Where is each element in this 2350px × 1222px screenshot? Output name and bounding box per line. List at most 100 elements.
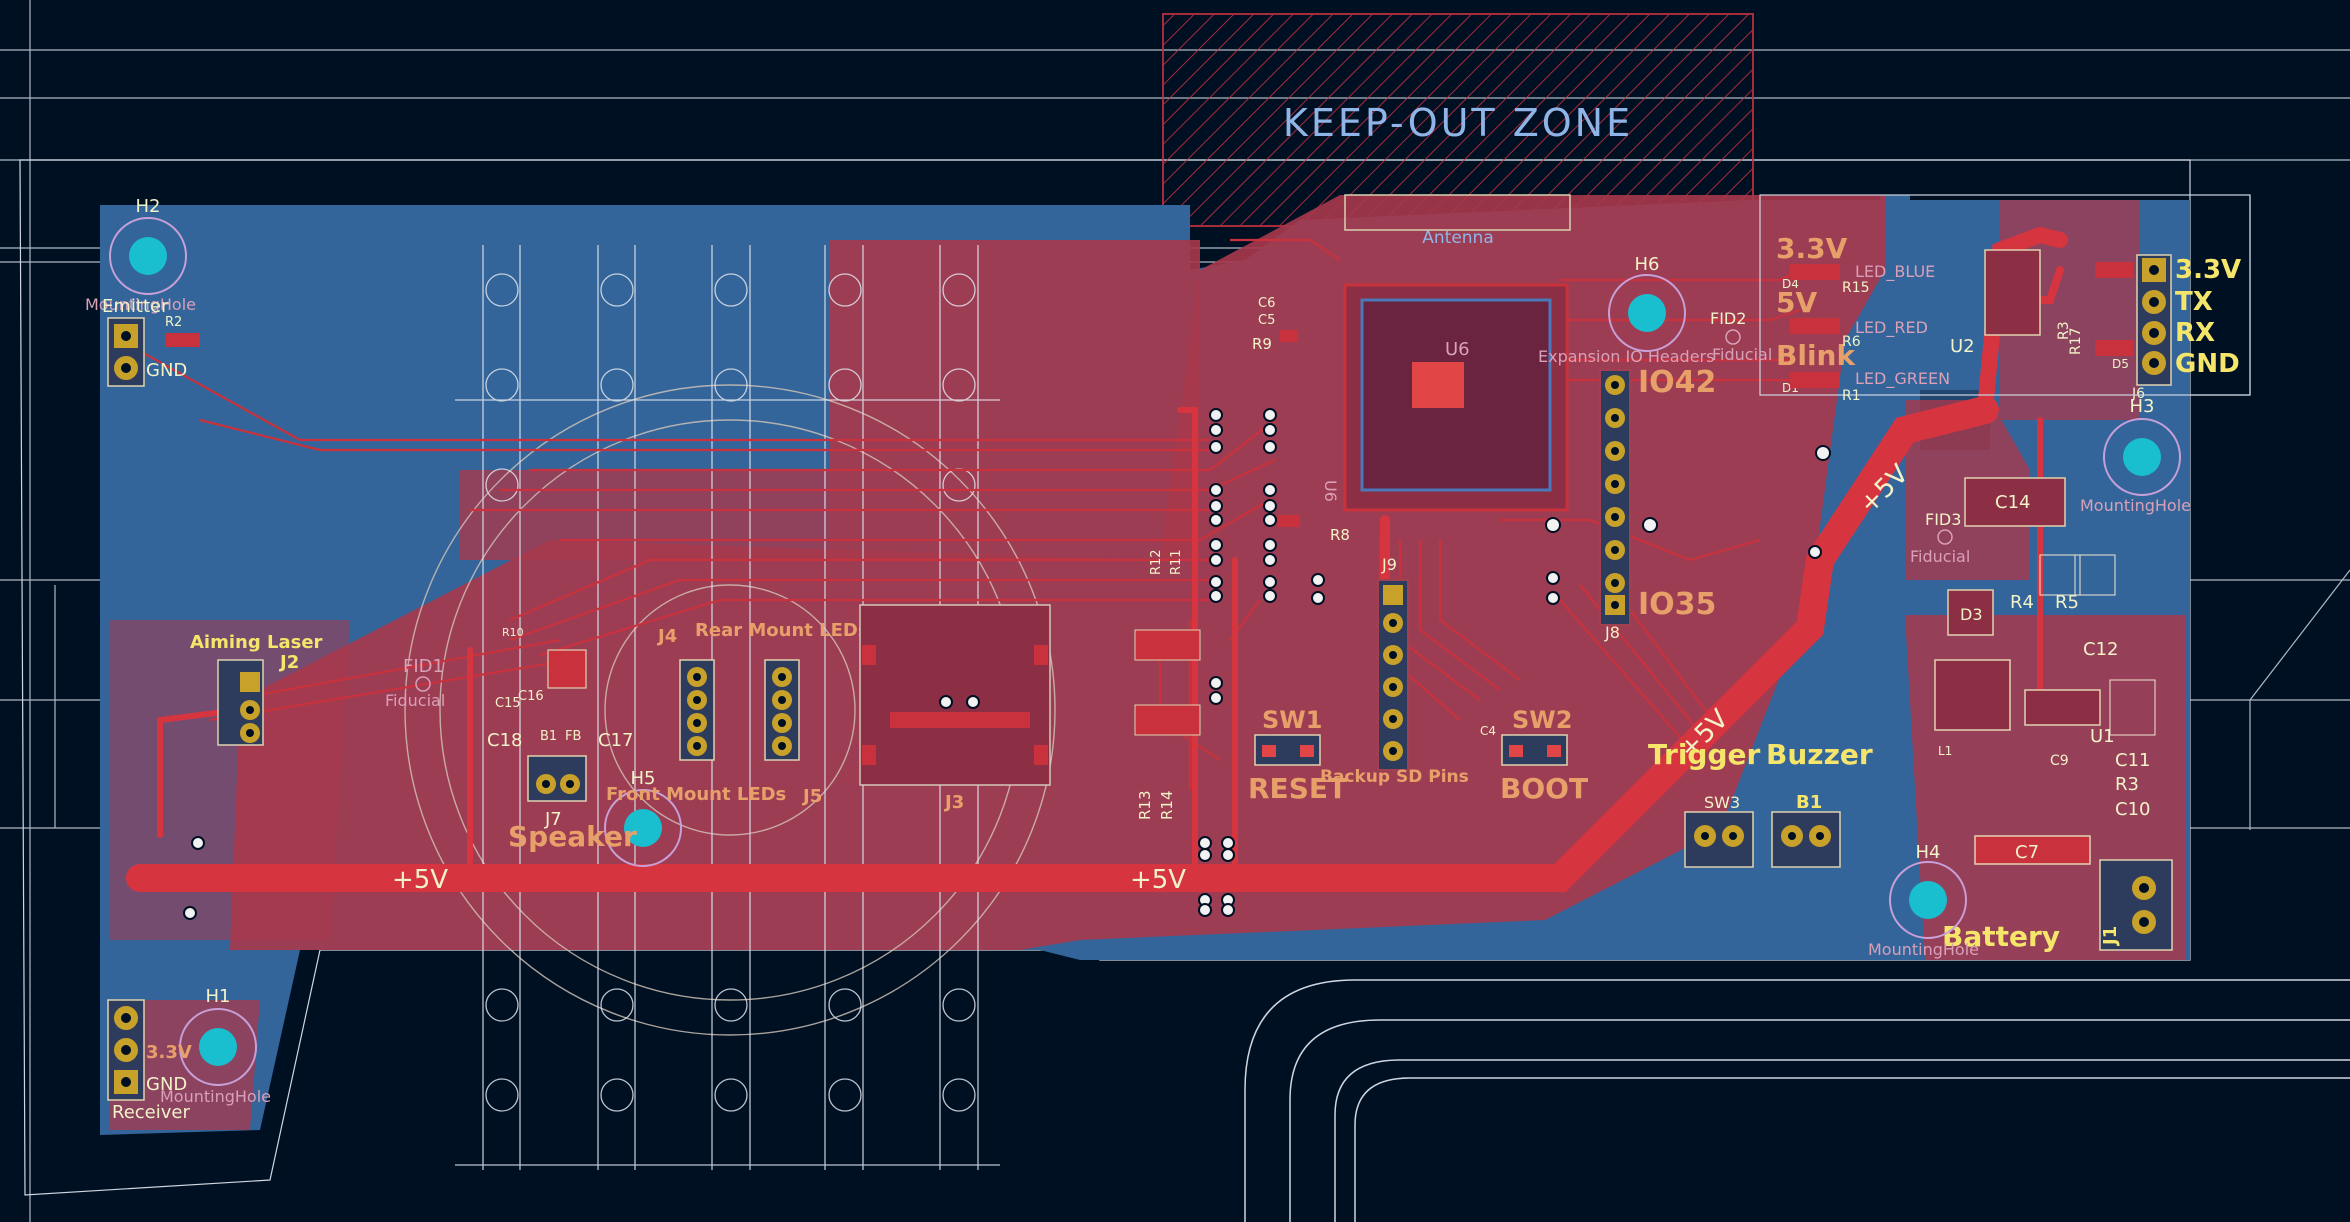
fid1-fiducial: Fiducial	[385, 691, 445, 710]
battery-label: Battery	[1942, 920, 2060, 953]
r6-ref: R6	[1842, 334, 1861, 350]
mounting-hole-h3: H3 MountingHole	[2080, 396, 2191, 515]
d4-ref: D4	[1782, 277, 1799, 291]
fiducial-fid1: FID1 Fiducial	[385, 656, 445, 710]
header-j6[interactable]: 3.3V TX RX GND J6	[2131, 254, 2241, 402]
sw1-ref: SW1	[1262, 706, 1322, 734]
j9-ref: J9	[1381, 555, 1397, 574]
receiver-connector[interactable]: 3.3V GND Receiver	[107, 999, 192, 1123]
r2-ref: R2	[165, 315, 182, 330]
h3-mh: MountingHole	[2080, 496, 2191, 515]
header-j9[interactable]: J9 Backup SD Pins	[1320, 555, 1469, 787]
j6-pin-gnd: GND	[2175, 349, 2240, 379]
rail-5v-left: +5V	[392, 865, 448, 895]
j8-ref: J8	[1604, 623, 1620, 642]
r9-ref: R9	[1252, 335, 1272, 353]
c15-ref: C15	[495, 696, 521, 711]
front-leds-label: Front Mount LEDs	[606, 784, 786, 805]
r1-ref: R1	[1842, 388, 1861, 404]
r15-ref: R15	[1842, 280, 1870, 296]
boot-label: BOOT	[1500, 772, 1588, 805]
j6-outline	[1759, 194, 2251, 396]
d5-ref: D5	[2112, 357, 2129, 371]
j6-pin-rx: RX	[2175, 318, 2215, 348]
io35-label: IO35	[1638, 587, 1716, 622]
j6-pin-tx: TX	[2175, 287, 2213, 317]
u1-ref: U1	[2090, 726, 2115, 747]
front-led-header-j5[interactable]: J5 Front Mount LEDs	[606, 659, 822, 807]
r11-ref: R11	[1169, 549, 1184, 575]
c14-ref: C14	[1995, 492, 2030, 513]
l1-ref: L1	[1938, 744, 1952, 758]
d3-ref: D3	[1960, 605, 1983, 624]
aiming-laser-j2[interactable]: Aiming Laser J2	[190, 632, 323, 746]
status-leds: 3.3V 5V Blink LED_BLUE LED_RED LED_GREEN…	[1710, 232, 1950, 404]
switch-sw1[interactable]: SW1 RESET	[1248, 706, 1347, 805]
vias	[183, 408, 1831, 920]
emitter-connector[interactable]: Emitter GND R2	[102, 296, 200, 387]
keepout-zone: KEEP-OUT ZONE	[1162, 13, 1754, 227]
mounting-hole-h5: H5	[604, 768, 682, 867]
j4-ref: J4	[656, 626, 677, 647]
led-red-label: LED_RED	[1855, 318, 1928, 338]
header-j8[interactable]: IO42 IO35 J8 Expansion IO Headers	[1538, 347, 1716, 642]
sw3-ref: SW3	[1704, 793, 1740, 812]
rail-5v-mid: +5V	[1130, 865, 1186, 895]
c11-ref: C11	[2115, 750, 2150, 771]
c18-ref: C18	[487, 730, 522, 751]
c7-ref: C7	[2015, 842, 2039, 863]
rear-led-header-j4[interactable]: J4 Rear Mount LEDs	[656, 620, 869, 761]
led-blue-label: LED_BLUE	[1855, 262, 1935, 282]
trigger-label: Trigger	[1648, 738, 1761, 771]
buzzer-connector-b1[interactable]: B1 Buzzer	[1766, 738, 1873, 868]
j1-ref: J1	[2100, 926, 2121, 947]
backup-sd-label: Backup SD Pins	[1320, 767, 1469, 787]
j3-ref: J3	[943, 792, 964, 813]
r10-ref: R10	[502, 626, 524, 639]
h2-ref: H2	[136, 196, 161, 217]
j6-ref: J6	[2131, 386, 2145, 402]
esp-module-u6[interactable]: Antenna U6 U6	[1321, 194, 1571, 512]
c10-ref: C10	[2115, 799, 2150, 820]
v33-bottom-label: 3.3V	[146, 1042, 192, 1063]
speaker-j7[interactable]: J7 Speaker	[508, 755, 637, 853]
switch-sw2[interactable]: SW2 BOOT C4	[1480, 706, 1588, 805]
c16-ref: C16	[518, 689, 544, 704]
r17-ref: R17	[2068, 327, 2084, 355]
battery-connector-j1[interactable]: J1 Battery	[1942, 859, 2173, 953]
j6-pin-3v3: 3.3V	[2175, 255, 2241, 285]
rear-leds-label: Rear Mount LEDs	[695, 620, 869, 641]
mechanical-grid	[455, 245, 1000, 1170]
h6-ref: H6	[1635, 254, 1660, 275]
h2-mh: MountingHole	[85, 295, 196, 314]
receiver-label: Receiver	[112, 1102, 190, 1123]
keepout-label: KEEP-OUT ZONE	[1283, 101, 1633, 145]
fid3-ref: FID3	[1925, 510, 1961, 529]
fid1-ref: FID1	[403, 656, 444, 677]
h4-mh: MountingHole	[1868, 940, 1979, 959]
j7-ref: J7	[544, 809, 562, 830]
expansion-label: Expansion IO Headers	[1538, 347, 1714, 366]
trigger-connector-sw3[interactable]: SW3 Trigger	[1648, 738, 1761, 868]
enclosure-outlines	[1244, 979, 2350, 1222]
u6-ref-rot: U6	[1321, 480, 1340, 502]
h5-ref: H5	[631, 768, 656, 789]
u6-ref: U6	[1445, 339, 1470, 360]
aiming-laser-label: Aiming Laser	[190, 632, 323, 653]
r3-ref: R3	[2056, 321, 2072, 340]
mounting-hole-h4: H4 MountingHole	[1868, 842, 1979, 959]
gnd-bottom-label: GND	[146, 1074, 187, 1095]
h1-mh: MountingHole	[160, 1087, 271, 1106]
mounting-hole-h2: H2 MountingHole	[85, 196, 196, 314]
power-section: C14 D3 R4 R5 C12 L1 U1 C9 C11 R3 C10 C7 …	[1910, 477, 2156, 865]
buzzer-label: Buzzer	[1766, 738, 1873, 771]
gnd-top-label: GND	[146, 360, 187, 381]
b1-audio-ref: B1	[540, 729, 557, 744]
audio-components: C15 C16 C18 C17 B1 FB R10	[487, 626, 633, 751]
fid2-ref: FID2	[1710, 309, 1746, 328]
r4-ref: R4	[2010, 592, 2034, 613]
h3-ref: H3	[2130, 396, 2155, 417]
fb-ref: FB	[565, 729, 581, 744]
c9-ref: C9	[2050, 753, 2069, 769]
